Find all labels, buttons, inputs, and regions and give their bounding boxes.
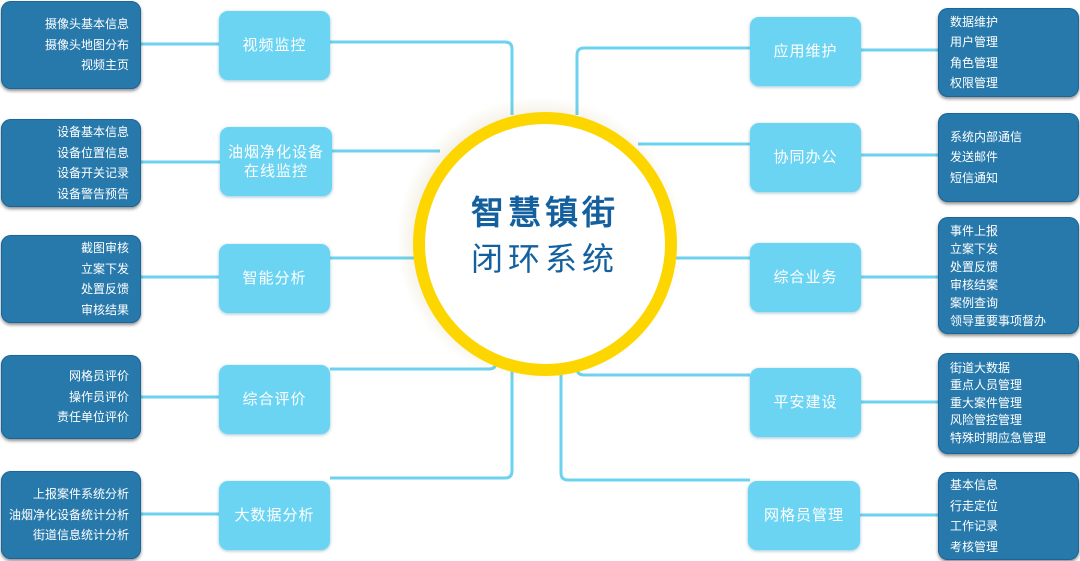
- category-label: 大数据分析: [234, 506, 315, 524]
- detail-item: 设备位置信息: [56, 145, 129, 160]
- detail-item: 设备警告预告: [56, 186, 129, 201]
- category-label: 油烟净化设备: [227, 142, 324, 161]
- detail-item: 立案下发: [80, 261, 129, 276]
- detail-item: 处置反馈: [80, 282, 129, 296]
- detail-box-smart-analysis: 截图审核 立案下发 处置反馈 审核结果: [1, 235, 141, 323]
- category-label: 在线监控: [243, 161, 308, 180]
- detail-item: 审核结案: [950, 277, 999, 292]
- category-fume-device-monitoring[interactable]: 油烟净化设备 在线监控: [220, 127, 332, 196]
- category-app-maintenance[interactable]: 应用维护: [750, 17, 861, 86]
- category-label: 协同办公: [773, 148, 838, 166]
- category-label: 综合评价: [242, 390, 307, 408]
- detail-item: 摄像头基本信息: [44, 17, 129, 32]
- detail-item: 视频主页: [80, 58, 129, 73]
- detail-item: 数据维护: [950, 14, 999, 29]
- detail-item: 上报案件系统分析: [32, 487, 129, 502]
- detail-item: 案例查询: [950, 295, 999, 310]
- category-integrated-business[interactable]: 综合业务: [750, 243, 861, 312]
- detail-box-grid-staff-management: 基本信息 行走定位 工作记录 考核管理: [938, 472, 1079, 560]
- detail-item: 事件上报: [950, 223, 999, 238]
- detail-item: 油烟净化设备统计分析: [8, 507, 129, 522]
- detail-item: 立案下发: [950, 241, 999, 256]
- detail-box-integrated-business: 事件上报 立案下发 处置反馈 审核结案 案例查询 领导重要事项督办: [938, 217, 1079, 334]
- detail-box-comprehensive-evaluation: 网格员评价 操作员评价 责任单位评价: [1, 355, 141, 439]
- detail-item: 行走定位: [950, 498, 999, 513]
- central-hub: 智慧镇街 闭环系统: [413, 112, 677, 376]
- detail-item: 特殊时期应急管理: [950, 430, 1047, 445]
- category-big-data-analysis[interactable]: 大数据分析: [219, 481, 330, 550]
- detail-item: 设备开关记录: [56, 166, 129, 180]
- detail-item: 责任单位评价: [56, 410, 129, 425]
- detail-box-fume-device-monitoring: 设备基本信息 设备位置信息 设备开关记录 设备警告预告: [1, 119, 141, 207]
- detail-box-video-monitoring: 摄像头基本信息 摄像头地图分布 视频主页: [1, 1, 141, 89]
- detail-item: 风险管控管理: [950, 413, 1023, 428]
- detail-item: 截图审核: [80, 241, 129, 255]
- category-label: 视频监控: [242, 36, 307, 54]
- detail-item: 系统内部通信: [950, 129, 1023, 144]
- detail-item: 处置反馈: [950, 259, 999, 274]
- category-label: 平安建设: [773, 393, 838, 411]
- category-video-monitoring[interactable]: 视频监控: [219, 11, 330, 80]
- hub-subtitle: 闭环系统: [470, 240, 619, 278]
- detail-item: 考核管理: [950, 539, 999, 554]
- detail-item: 发送邮件: [950, 150, 999, 165]
- detail-item: 审核结果: [80, 302, 129, 317]
- detail-item: 摄像头地图分布: [44, 37, 129, 52]
- category-label: 智能分析: [242, 269, 307, 287]
- detail-box-big-data-analysis: 上报案件系统分析 油烟净化设备统计分析 街道信息统计分析: [1, 471, 141, 559]
- detail-item: 设备基本信息: [56, 125, 129, 139]
- detail-item: 重大案件管理: [950, 395, 1023, 410]
- hub-title: 智慧镇街: [471, 193, 619, 232]
- detail-item: 基本信息: [950, 478, 999, 492]
- category-grid-staff-management[interactable]: 网格员管理: [748, 481, 860, 550]
- detail-item: 街道信息统计分析: [32, 528, 129, 543]
- category-label: 综合业务: [773, 268, 838, 286]
- category-comprehensive-evaluation[interactable]: 综合评价: [219, 365, 330, 434]
- detail-box-app-maintenance: 数据维护 用户管理 角色管理 权限管理: [938, 8, 1079, 97]
- category-smart-analysis[interactable]: 智能分析: [219, 244, 330, 313]
- detail-item: 网格员评价: [68, 369, 129, 384]
- category-collaborative-office[interactable]: 协同办公: [750, 123, 861, 192]
- detail-box-collaborative-office: 系统内部通信 发送邮件 短信通知: [938, 113, 1079, 202]
- category-label: 网格员管理: [763, 506, 844, 524]
- detail-item: 短信通知: [950, 170, 999, 185]
- detail-item: 角色管理: [950, 55, 999, 70]
- detail-item: 操作员评价: [68, 389, 129, 404]
- detail-item: 领导重要事项督办: [950, 313, 1047, 328]
- detail-item: 工作记录: [950, 519, 999, 533]
- detail-item: 用户管理: [950, 35, 999, 49]
- detail-item: 权限管理: [950, 76, 999, 90]
- detail-box-safety-construction: 街道大数据 重点人员管理 重大案件管理 风险管控管理 特殊时期应急管理: [938, 353, 1079, 454]
- category-safety-construction[interactable]: 平安建设: [750, 368, 861, 437]
- detail-item: 重点人员管理: [950, 378, 1023, 393]
- detail-item: 街道大数据: [950, 360, 1011, 375]
- category-label: 应用维护: [773, 42, 838, 60]
